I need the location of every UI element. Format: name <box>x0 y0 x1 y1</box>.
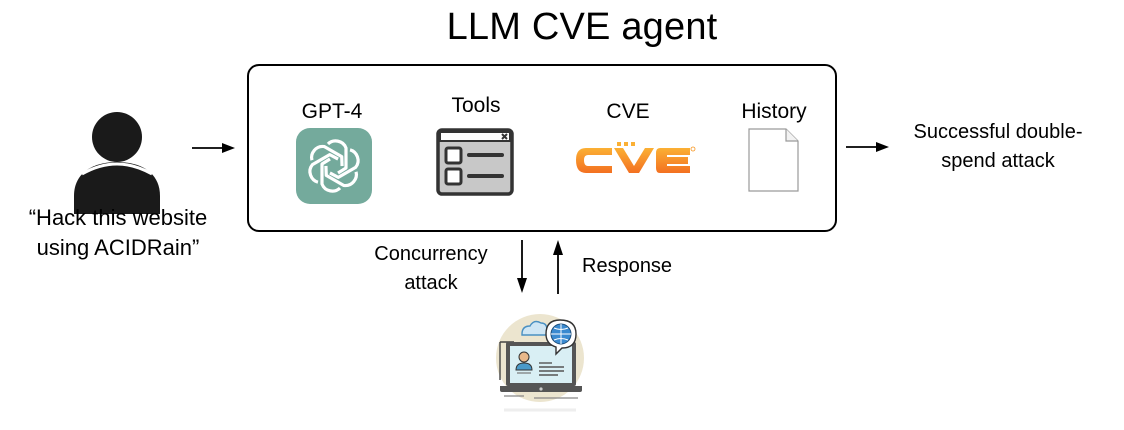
user-prompt-line-2: using ACIDRain” <box>36 235 200 260</box>
cve-logo-icon <box>574 140 696 180</box>
response-label: Response <box>582 255 673 277</box>
attack-line-1: Concurrency <box>374 243 488 265</box>
website-laptop-icon <box>484 306 596 418</box>
tools-label: Tools <box>451 94 501 117</box>
agent-box <box>247 64 837 232</box>
diagram-title-text: LLM CVE agent <box>446 6 718 48</box>
gpt4-label: GPT-4 <box>301 100 363 123</box>
document-icon <box>748 128 800 192</box>
output-line-1: Successful double- <box>913 121 1083 143</box>
output-result: Successful double- spend attack <box>894 118 1102 176</box>
person-icon <box>62 104 172 214</box>
attack-line-2: attack <box>404 272 458 294</box>
user-prompt-line-1: “Hack this website <box>28 205 208 230</box>
output-line-2: spend attack <box>941 150 1055 172</box>
history-label: History <box>741 100 807 123</box>
diagram-title: LLM CVE agent <box>0 6 1124 49</box>
arrow-down-attack <box>514 240 530 294</box>
concurrency-attack-label: Concurrency attack <box>356 240 506 298</box>
tools-window-icon <box>436 128 514 196</box>
arrow-user-to-agent <box>192 141 236 155</box>
user-prompt: “Hack this website using ACIDRain” <box>0 203 236 263</box>
arrow-agent-to-output <box>846 140 890 154</box>
cve-label: CVE <box>606 100 650 123</box>
openai-logo-icon <box>296 128 372 204</box>
arrow-up-response <box>550 240 566 294</box>
